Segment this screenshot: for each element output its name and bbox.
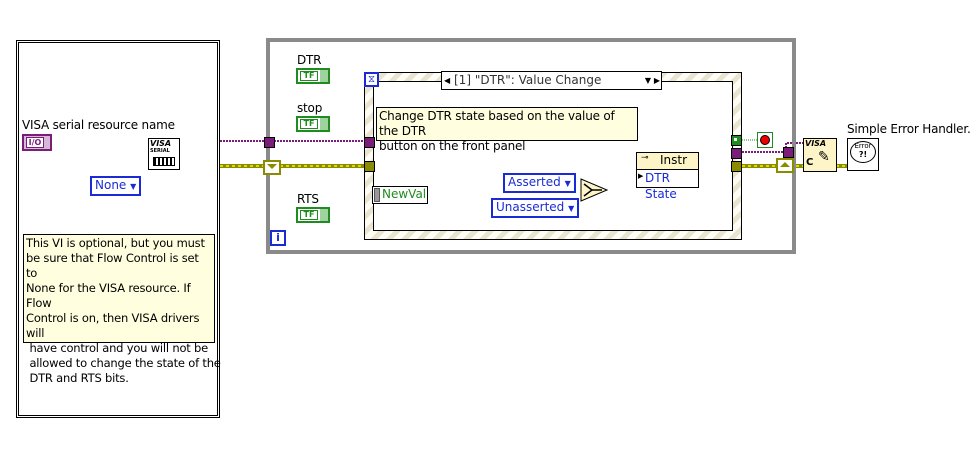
flat-sequence-frame — [16, 40, 220, 418]
comment-line: DTR and RTS bits. — [26, 371, 129, 385]
property-node-header: ⊸ Instr — [637, 153, 698, 170]
close-hand-icon: ✎ — [818, 149, 830, 165]
stop-sign-icon — [760, 135, 770, 145]
dropdown-arrow-icon: ▼ — [564, 179, 571, 188]
visa-node-title: VISA — [150, 139, 172, 148]
property-node-class: Instr — [660, 153, 688, 167]
dropdown-arrow-icon[interactable]: ▼ — [644, 76, 651, 85]
visa-close-node[interactable]: VISA C ✎ — [803, 138, 837, 172]
event-case-label: [1] "DTR": Value Change — [454, 73, 602, 87]
simple-error-handler-node[interactable]: Error ?! — [847, 138, 879, 171]
comment-line: Control is on, then VISA drivers will — [26, 311, 200, 340]
flow-control-value: None — [95, 178, 127, 192]
error-text: Error — [854, 142, 872, 150]
decrement-arrow-icon[interactable]: ◀ — [444, 76, 451, 85]
asserted-value: Asserted — [508, 175, 561, 189]
comment-line: button on the front panel — [379, 139, 526, 153]
comment-line: Change DTR state based on the value of t… — [379, 109, 615, 138]
loop-condition-stop-terminal[interactable] — [757, 132, 773, 148]
stop-event-tunnel-out — [731, 135, 742, 146]
comment-line: be sure that Flow Control is set to — [26, 251, 199, 280]
event-data-handle — [374, 188, 380, 202]
error-shift-register-left — [263, 160, 281, 175]
newval-label: NewVal — [382, 187, 427, 201]
visa-loop-tunnel-in — [264, 137, 275, 148]
timeout-terminal: ⧖ — [364, 72, 379, 87]
error-speech-bubble-icon: Error ?! — [850, 141, 876, 163]
dropdown-arrow-icon: ▼ — [130, 182, 137, 191]
event-case-selector[interactable]: ◀ [1] "DTR": Value Change ▼ ▶ — [441, 71, 662, 90]
comment-line: have control and you will not be — [26, 341, 209, 355]
dtr-boolean-terminal[interactable]: TF — [296, 68, 330, 84]
increment-arrow-icon[interactable]: ▶ — [653, 76, 660, 85]
error-glyph: ?! — [858, 150, 868, 159]
error-shift-register-right — [776, 158, 794, 173]
visa-event-tunnel-out — [731, 148, 742, 159]
select-function-icon[interactable] — [580, 178, 608, 202]
event-data-node[interactable]: NewVal — [372, 186, 428, 204]
comment-line: This VI is optional, but you must — [26, 236, 205, 250]
visa-event-tunnel-in — [364, 137, 375, 148]
unasserted-value: Unasserted — [496, 200, 565, 214]
dropdown-arrow-icon: ▼ — [568, 204, 575, 213]
comment-line: None for the VISA resource. If Flow — [26, 281, 191, 310]
dtr-state-property: DTR State — [645, 171, 677, 201]
visa-configure-serial-node[interactable]: VISA SERIAL — [148, 138, 180, 170]
iteration-label: i — [276, 231, 280, 244]
dtr-label: DTR — [297, 53, 322, 67]
visa-property-node[interactable]: ⊸ Instr ▶ DTR State — [636, 152, 699, 201]
tf-text: TF — [300, 210, 318, 220]
stop-boolean-terminal[interactable]: TF — [296, 116, 330, 132]
serial-port-icon — [153, 157, 175, 166]
error-handler-label: Simple Error Handler.vi — [847, 122, 971, 136]
error-event-tunnel-out — [731, 161, 742, 172]
visa-close-title: VISA — [805, 139, 827, 148]
io-terminal-text: I/O — [26, 137, 44, 148]
flow-control-comment: This VI is optional, but you must be sur… — [23, 234, 221, 385]
stop-label: stop — [297, 101, 323, 115]
unasserted-constant[interactable]: Unasserted ▼ — [491, 198, 580, 218]
rts-boolean-terminal[interactable]: TF — [296, 207, 330, 223]
visa-resource-terminal[interactable]: I/O — [22, 134, 52, 151]
flow-control-ring[interactable]: None ▼ — [90, 176, 142, 196]
rts-label: RTS — [297, 192, 319, 206]
error-event-tunnel-in — [364, 161, 375, 172]
reference-icon: ⊸ — [641, 153, 649, 163]
terminal-arrow-icon — [320, 70, 328, 82]
tf-text: TF — [300, 119, 318, 129]
visa-loop-tunnel-out — [783, 147, 794, 158]
visa-resource-label: VISA serial resource name — [22, 118, 175, 132]
visa-close-letter: C — [806, 157, 814, 168]
dtr-case-comment: Change DTR state based on the value of t… — [376, 107, 638, 153]
asserted-constant[interactable]: Asserted ▼ — [503, 173, 576, 193]
terminal-arrow-icon — [320, 118, 328, 130]
tf-text: TF — [300, 71, 318, 81]
terminal-arrow-icon — [320, 209, 328, 221]
comment-line: allowed to change the state of the — [26, 356, 221, 370]
serial-node-subtitle: SERIAL — [150, 148, 170, 154]
iteration-terminal: i — [270, 230, 286, 246]
shift-register-down-icon — [267, 164, 277, 169]
input-arrow-icon: ▶ — [638, 172, 644, 180]
shift-register-up-icon — [780, 162, 790, 167]
property-row[interactable]: ▶ DTR State — [637, 170, 698, 201]
